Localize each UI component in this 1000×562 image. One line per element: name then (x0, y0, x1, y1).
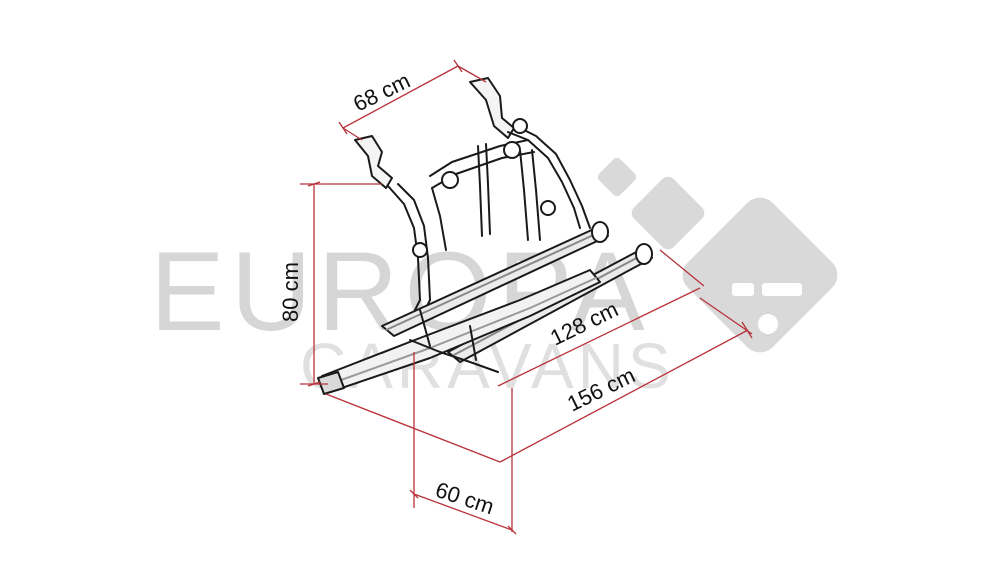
dim-label-height: 80 cm (278, 262, 303, 322)
bike-carrier-drawing (317, 77, 653, 395)
caravan-logo-icon (597, 157, 838, 353)
dimension-lines (300, 59, 753, 535)
dim-label-width-top: 68 cm (349, 68, 414, 117)
